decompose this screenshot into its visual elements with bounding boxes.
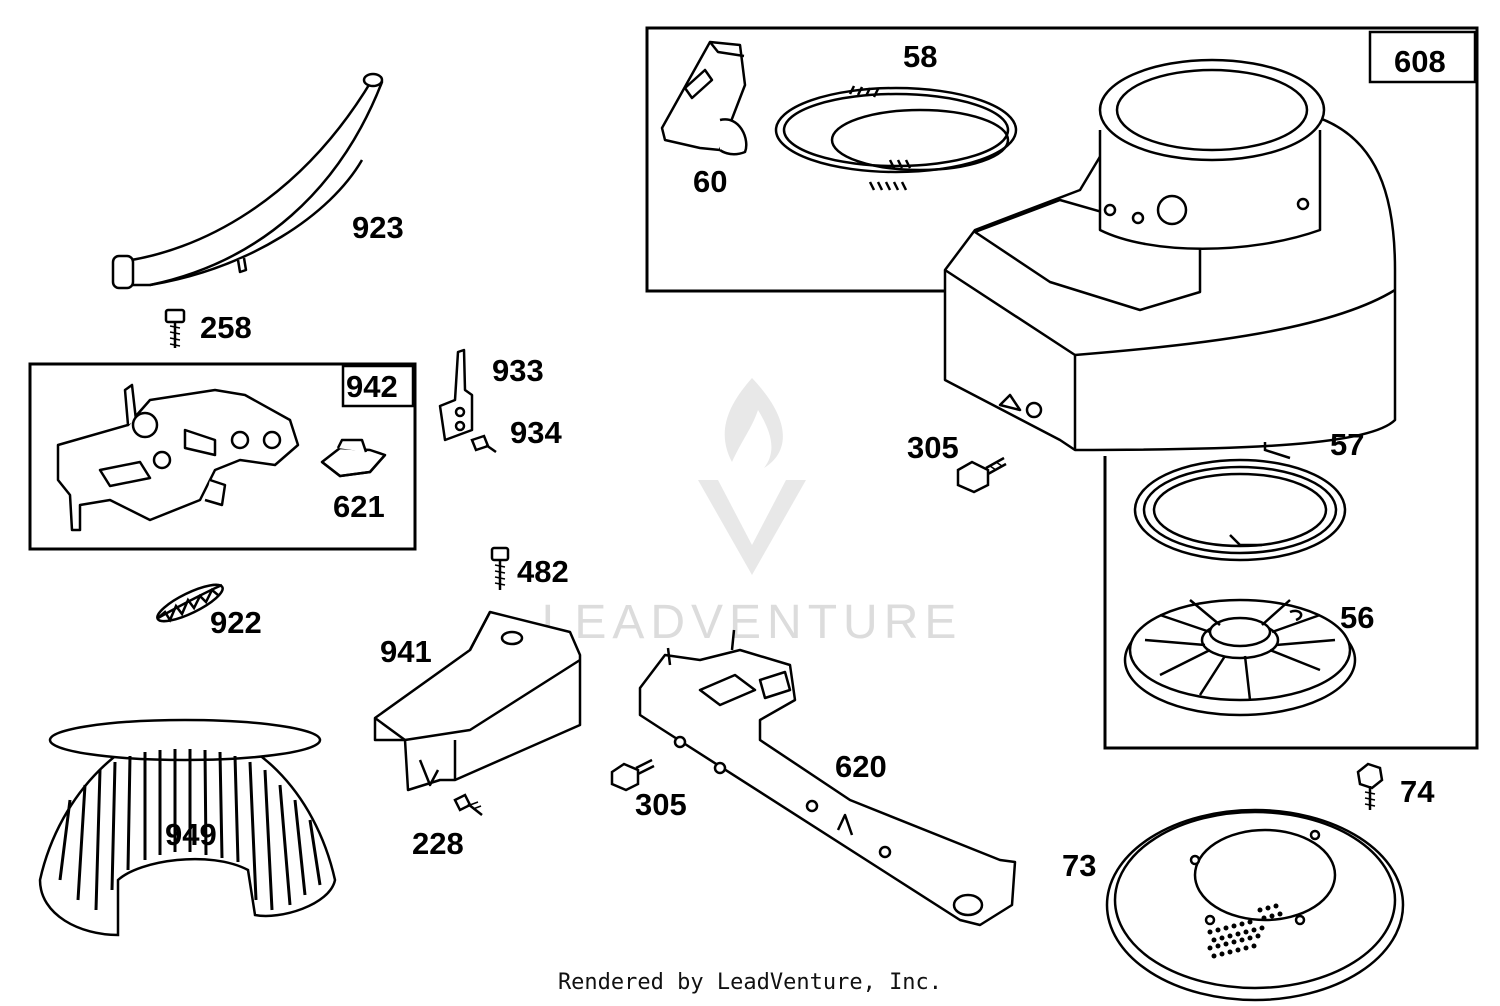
air-guide-941	[373, 610, 582, 792]
bolt-482	[490, 546, 510, 590]
label-74: 74	[1400, 774, 1435, 809]
kit-label-608: 608	[1394, 44, 1446, 79]
starter-rope-58	[774, 85, 1018, 191]
pulley-56	[1123, 598, 1357, 717]
kit-box-blower-housing	[645, 26, 1479, 750]
bolt-74	[1356, 762, 1384, 810]
control-bracket-620	[638, 629, 1017, 927]
screw-228	[453, 793, 483, 816]
label-482: 482	[517, 554, 569, 589]
bolt-305-upper	[956, 456, 1007, 494]
governor-spring-922	[156, 583, 224, 623]
rotating-screen-949	[38, 718, 337, 937]
footer-credit: Rendered by LeadVenture, Inc.	[557, 970, 943, 995]
label-60: 60	[693, 164, 727, 199]
label-57: 57	[1330, 427, 1364, 462]
watermark-logo: LEADVENTURE	[542, 378, 963, 649]
label-934: 934	[510, 415, 562, 450]
recoil-spring-57	[1133, 442, 1347, 562]
kill-switch-621	[320, 438, 387, 478]
label-621: 621	[333, 489, 385, 524]
bracket-933	[438, 348, 474, 442]
governor-control-plate	[56, 383, 300, 532]
air-vane-part	[111, 72, 384, 290]
label-258: 258	[200, 310, 252, 345]
label-228: 228	[412, 826, 464, 861]
screw-934	[470, 434, 497, 454]
kit-box-governor	[28, 362, 417, 551]
label-620: 620	[835, 749, 887, 784]
label-73: 73	[1062, 848, 1096, 883]
starter-handle-60	[660, 40, 748, 156]
watermark-text: LEADVENTURE	[542, 596, 963, 649]
label-933: 933	[492, 353, 544, 388]
label-923: 923	[352, 210, 404, 245]
kit-label-942: 942	[346, 369, 398, 404]
bolt-258	[164, 308, 186, 348]
label-305-lower: 305	[635, 787, 687, 822]
bolt-305-lower	[610, 758, 655, 792]
label-922: 922	[210, 605, 262, 640]
label-305-upper: 305	[907, 430, 959, 465]
label-56: 56	[1340, 600, 1374, 635]
starter-cup-73	[1105, 808, 1405, 1002]
label-58: 58	[903, 39, 937, 74]
blower-housing	[943, 58, 1397, 452]
label-949: 949	[165, 817, 217, 852]
label-941: 941	[380, 634, 432, 669]
